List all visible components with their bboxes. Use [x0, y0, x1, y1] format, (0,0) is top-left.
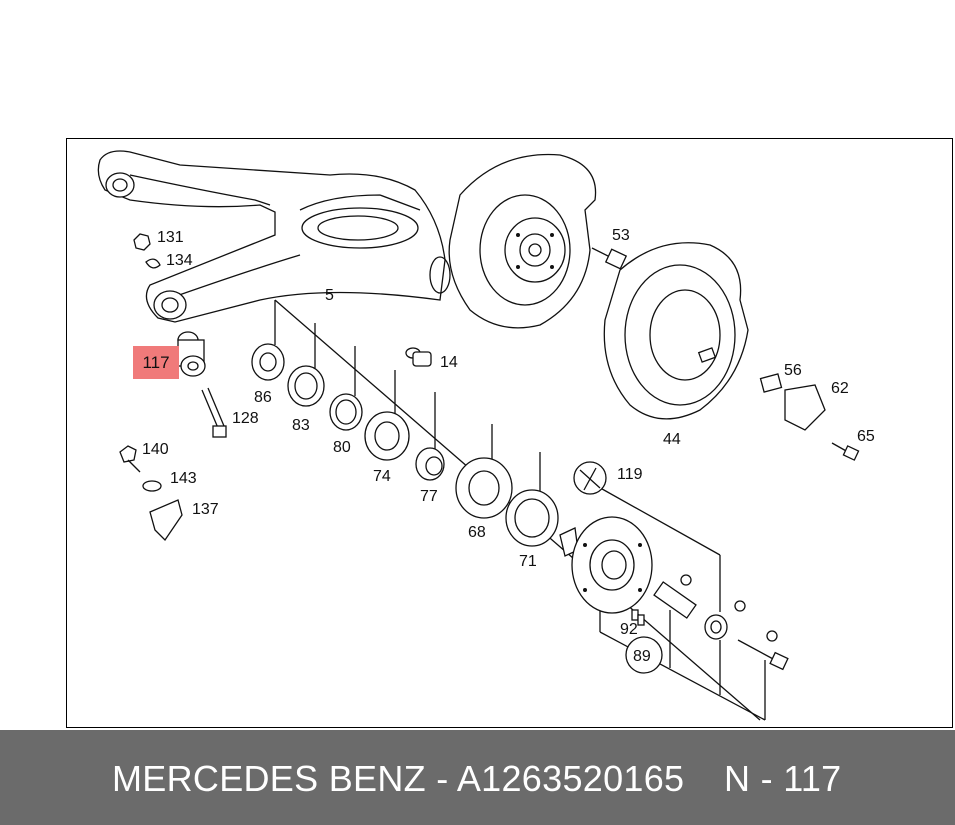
label-143: 143	[170, 470, 197, 487]
brake-pad-sensor	[759, 373, 860, 461]
footer-brand-part-number: MERCEDES BENZ - A1263520165	[112, 758, 685, 799]
label-92: 92	[620, 621, 638, 638]
label-77: 77	[420, 488, 438, 505]
label-119: 119	[617, 466, 643, 483]
exploded-parts-diagram: 131 134 5 53 14 86 128 83 80 74 140 143 …	[97, 150, 875, 721]
footer-reference: N - 117	[724, 758, 842, 799]
label-62: 62	[831, 380, 849, 397]
bolt-53	[591, 247, 628, 270]
label-128: 128	[232, 410, 259, 427]
highlighted-part-117: 117	[133, 346, 179, 379]
fasteners-140-143-137	[119, 445, 183, 542]
label-134: 134	[166, 252, 193, 269]
label-89: 89	[633, 648, 651, 665]
label-80: 80	[333, 439, 351, 456]
bolt-128	[201, 387, 227, 438]
label-140: 140	[142, 441, 169, 458]
label-137: 137	[192, 501, 219, 518]
label-44: 44	[663, 431, 681, 448]
label-53: 53	[612, 227, 630, 244]
highlighted-part-label: 117	[142, 353, 170, 372]
wheel-hub	[559, 516, 653, 614]
label-14: 14	[440, 354, 458, 371]
label-71: 71	[519, 553, 537, 570]
hub-fasteners	[631, 581, 789, 671]
label-86: 86	[254, 389, 272, 406]
bearing-parts	[251, 343, 559, 547]
bushing-117-drawing	[177, 331, 206, 377]
label-83: 83	[292, 417, 310, 434]
label-68: 68	[468, 524, 486, 541]
circle-89	[625, 636, 663, 674]
tightening-torque-symbols	[573, 461, 778, 642]
brake-shield-upper	[448, 153, 597, 329]
label-56: 56	[784, 362, 802, 379]
label-65: 65	[857, 428, 875, 445]
control-arm-drawing	[97, 150, 451, 323]
label-74: 74	[373, 468, 391, 485]
nut-clip-131-134	[133, 233, 161, 269]
bolt-14	[405, 347, 432, 367]
label-5: 5	[325, 287, 334, 304]
brake-disc-44	[603, 242, 749, 420]
label-131: 131	[157, 229, 184, 246]
footer-bar: MERCEDES BENZ - A1263520165 N - 117	[0, 730, 955, 825]
